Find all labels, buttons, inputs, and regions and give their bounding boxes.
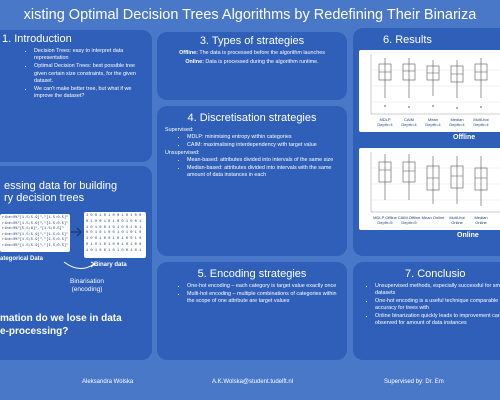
encoding-list: One-hot encoding – each category is targ…	[157, 283, 347, 305]
supervised-heading: Supervised:	[165, 127, 194, 133]
online-label: Online:	[185, 59, 204, 65]
introduction-title: 1. Introduction	[2, 33, 72, 45]
offline-chart-label: Offline	[453, 134, 476, 141]
online-boxplot-svg	[370, 152, 500, 213]
offline-boxplot-svg	[370, 54, 500, 115]
introduction-panel: 1. Introduction Decision Trees: easy to …	[0, 30, 152, 162]
author-name: Aleksandra Wolska	[82, 379, 134, 385]
offline-category-label: Median Depth=4	[449, 117, 465, 127]
offline-category-label: CAIM Depth=4	[401, 117, 417, 127]
conclusion-panel: 7. Conclusio Unsupervised methods, espec…	[353, 262, 500, 360]
binarisation-caption: Binarisation (encoding)	[70, 278, 104, 293]
results-title: 6. Results	[383, 34, 432, 46]
conclusion-title: 7. Conclusio	[405, 268, 466, 280]
poster-title: xisting Optimal Decision Trees Algorithm…	[23, 7, 477, 23]
binary-rows: 1 0 0 1 0 1 0 0 1 0 1 0 0 0 1 0 0 1 0 1 …	[86, 214, 142, 253]
unsupervised-item: Median-based: attributes divided into in…	[187, 165, 341, 179]
unsupervised-list: Mean-based: attributes divided into inte…	[157, 157, 347, 179]
author-email: A.K.Wolska@student.tudelft.nl	[212, 379, 294, 385]
processing-title: essing data for building ry decision tre…	[4, 180, 118, 204]
online-category-label: CAIM Offline Depth=5	[397, 215, 421, 225]
curved-arrow-icon	[63, 261, 96, 269]
online-text: Data is processed during the algorithm r…	[203, 59, 319, 65]
online-chart-label: Online	[457, 232, 479, 239]
introduction-list: Decision Trees: easy to interpret data r…	[0, 48, 152, 100]
encoding-item: Multi-hot encoding – multiple combinatio…	[187, 291, 341, 305]
discretisation-panel: 4. Discretisation strategies Supervised:…	[157, 106, 347, 256]
online-definition: Online: Data is processed during the alg…	[157, 57, 347, 66]
offline-definition: Offline: The data is processed before th…	[157, 50, 347, 57]
online-category-label: Mean Online	[421, 215, 445, 220]
categorical-rows: ribe=0%"[1.5;5.9]","[1.5;0.5]" ribe=0%"[…	[2, 216, 69, 248]
conclusion-item: Online binarization quickly leads to imp…	[375, 313, 500, 327]
binary-data-table: 1 0 0 1 0 1 0 0 1 0 1 0 0 0 1 0 0 1 0 1 …	[84, 212, 146, 258]
supervised-item: MDLP: minimising entropy within categori…	[187, 134, 341, 141]
online-boxplot-chart: MDLP Offline Depth=5 CAIM Offline Depth=…	[359, 148, 500, 230]
conclusion-item: One-hot encoding is a useful technique c…	[375, 298, 500, 312]
conclusion-item: Unsupervised methods, especially success…	[375, 283, 500, 297]
encoding-panel: 5. Encoding strategies One-hot encoding …	[157, 262, 347, 360]
offline-category-label: Multi-hot Depth=4	[473, 117, 489, 127]
discretisation-title: 4. Discretisation strategies	[187, 112, 317, 124]
introduction-bullet: Decision Trees: easy to interpret data r…	[34, 48, 136, 62]
introduction-bullet: We can't make better tree, but what if w…	[34, 86, 136, 100]
categorical-data-table: ribe=0%"[1.5;5.9]","[1.5;0.5]" ribe=0%"[…	[0, 214, 70, 252]
supervisor: Supervised by: Dr. Em	[384, 379, 444, 385]
arrow-right-icon	[71, 227, 83, 237]
online-category-label: Multi-hot Online	[449, 215, 465, 225]
offline-category-label: Mean Depth=4	[425, 117, 441, 127]
unsupervised-heading: Unsupervised:	[165, 150, 200, 156]
encoding-item: One-hot encoding – each category is targ…	[187, 283, 341, 290]
offline-boxplot-chart: MDLP Depth=4 CAIM Depth=4 Mean Depth=4 M…	[359, 50, 500, 132]
categorical-label: ategorical Data	[0, 256, 44, 262]
binary-label: Binary data	[94, 262, 127, 268]
online-category-label: MDLP Offline Depth=5	[373, 215, 397, 225]
unsupervised-item: Mean-based: attributes divided into inte…	[187, 157, 341, 164]
online-category-label: Median Online	[474, 215, 488, 225]
supervised-list: MDLP: minimising entropy within categori…	[157, 134, 347, 149]
processing-question: mation do we lose in data e-processing?	[0, 313, 122, 337]
types-panel: 3. Types of strategies Offline: The data…	[157, 32, 347, 100]
offline-text: The data is processed before the algorit…	[197, 50, 325, 56]
types-title: 3. Types of strategies	[199, 35, 305, 47]
processing-panel: essing data for building ry decision tre…	[0, 166, 152, 360]
supervised-item: CAIM: maximalising interdependency with …	[187, 142, 341, 149]
offline-label: Offline:	[179, 50, 198, 56]
encoding-title: 5. Encoding strategies	[197, 268, 307, 280]
results-panel: 6. Results MDLP Depth=4 CAIM Depth=4 Mea…	[353, 28, 500, 256]
introduction-bullet: Optimal Decision Trees: best possible tr…	[34, 63, 136, 85]
conclusion-list: Unsupervised methods, especially success…	[353, 283, 500, 327]
offline-category-label: MDLP Depth=4	[377, 117, 393, 127]
